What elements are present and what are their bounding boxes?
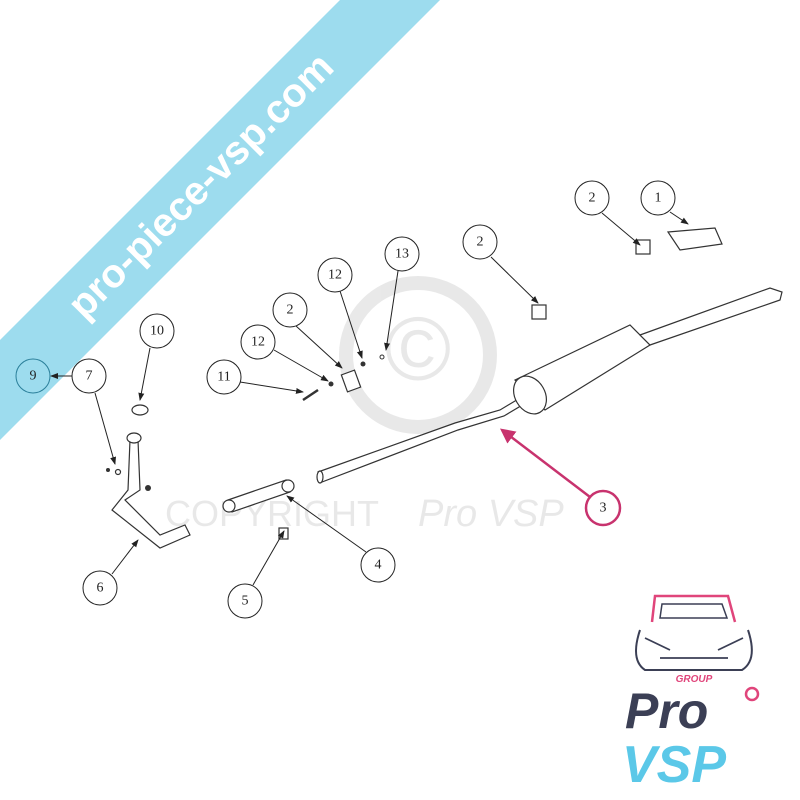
callout-label: 12 — [328, 268, 342, 283]
callout-2[interactable]: 2 — [574, 180, 610, 216]
callout-label: 13 — [395, 247, 409, 262]
rear-pipe — [317, 397, 525, 483]
callout-3[interactable]: 3 — [584, 489, 622, 527]
watermark-copyright-symbol: © — [385, 300, 451, 400]
callout-label: 1 — [655, 191, 662, 206]
callout-2[interactable]: 2 — [272, 292, 308, 328]
logo-vsp: VSP — [622, 736, 726, 794]
callout-label: 9 — [30, 369, 37, 384]
logo-pro: Pro — [625, 683, 708, 739]
callout-label: 4 — [375, 558, 382, 573]
callout-12[interactable]: 12 — [317, 257, 353, 293]
callout-7[interactable]: 7 — [71, 358, 107, 394]
callout-label: 5 — [242, 594, 249, 609]
callout-9[interactable]: 9 — [15, 358, 51, 394]
callout-12[interactable]: 12 — [240, 324, 276, 360]
callout-label: 2 — [589, 191, 596, 206]
callout-label: 10 — [150, 324, 164, 339]
callout-11[interactable]: 11 — [206, 359, 242, 395]
callout-4[interactable]: 4 — [360, 547, 396, 583]
callout-label: 6 — [97, 581, 104, 596]
callout-label: 7 — [86, 369, 93, 384]
callout-5[interactable]: 5 — [227, 583, 263, 619]
callout-2[interactable]: 2 — [462, 224, 498, 260]
rubber-mount-2b — [531, 304, 547, 320]
callout-label: 12 — [251, 335, 265, 350]
leader-lines — [50, 211, 689, 586]
callout-label: 3 — [600, 501, 607, 516]
watermark: © COPYRIGHT Pro VSP — [165, 276, 564, 535]
callout-label: 11 — [217, 370, 230, 385]
rubber-mount-2a — [635, 239, 651, 255]
gasket-10 — [131, 404, 149, 416]
parts — [106, 227, 783, 549]
provsp-logo: GROUP Pro VSP — [622, 594, 760, 794]
banner-text: pro-piece-vsp.com — [60, 45, 343, 328]
front-pipe — [111, 439, 191, 549]
callout-label: 2 — [477, 235, 484, 250]
callout-6[interactable]: 6 — [82, 570, 118, 606]
callout-1[interactable]: 1 — [640, 180, 676, 216]
gasket-1 — [666, 227, 723, 251]
rubber-mount-2c — [340, 369, 362, 393]
tailpipe — [638, 287, 783, 346]
flange — [126, 432, 142, 444]
watermark-brand: Pro VSP — [418, 493, 564, 535]
callout-10[interactable]: 10 — [139, 313, 175, 349]
logo-group: GROUP — [676, 674, 713, 685]
callout-13[interactable]: 13 — [384, 236, 420, 272]
callout-label: 2 — [287, 303, 294, 318]
watermark-copyright: COPYRIGHT — [165, 493, 379, 534]
